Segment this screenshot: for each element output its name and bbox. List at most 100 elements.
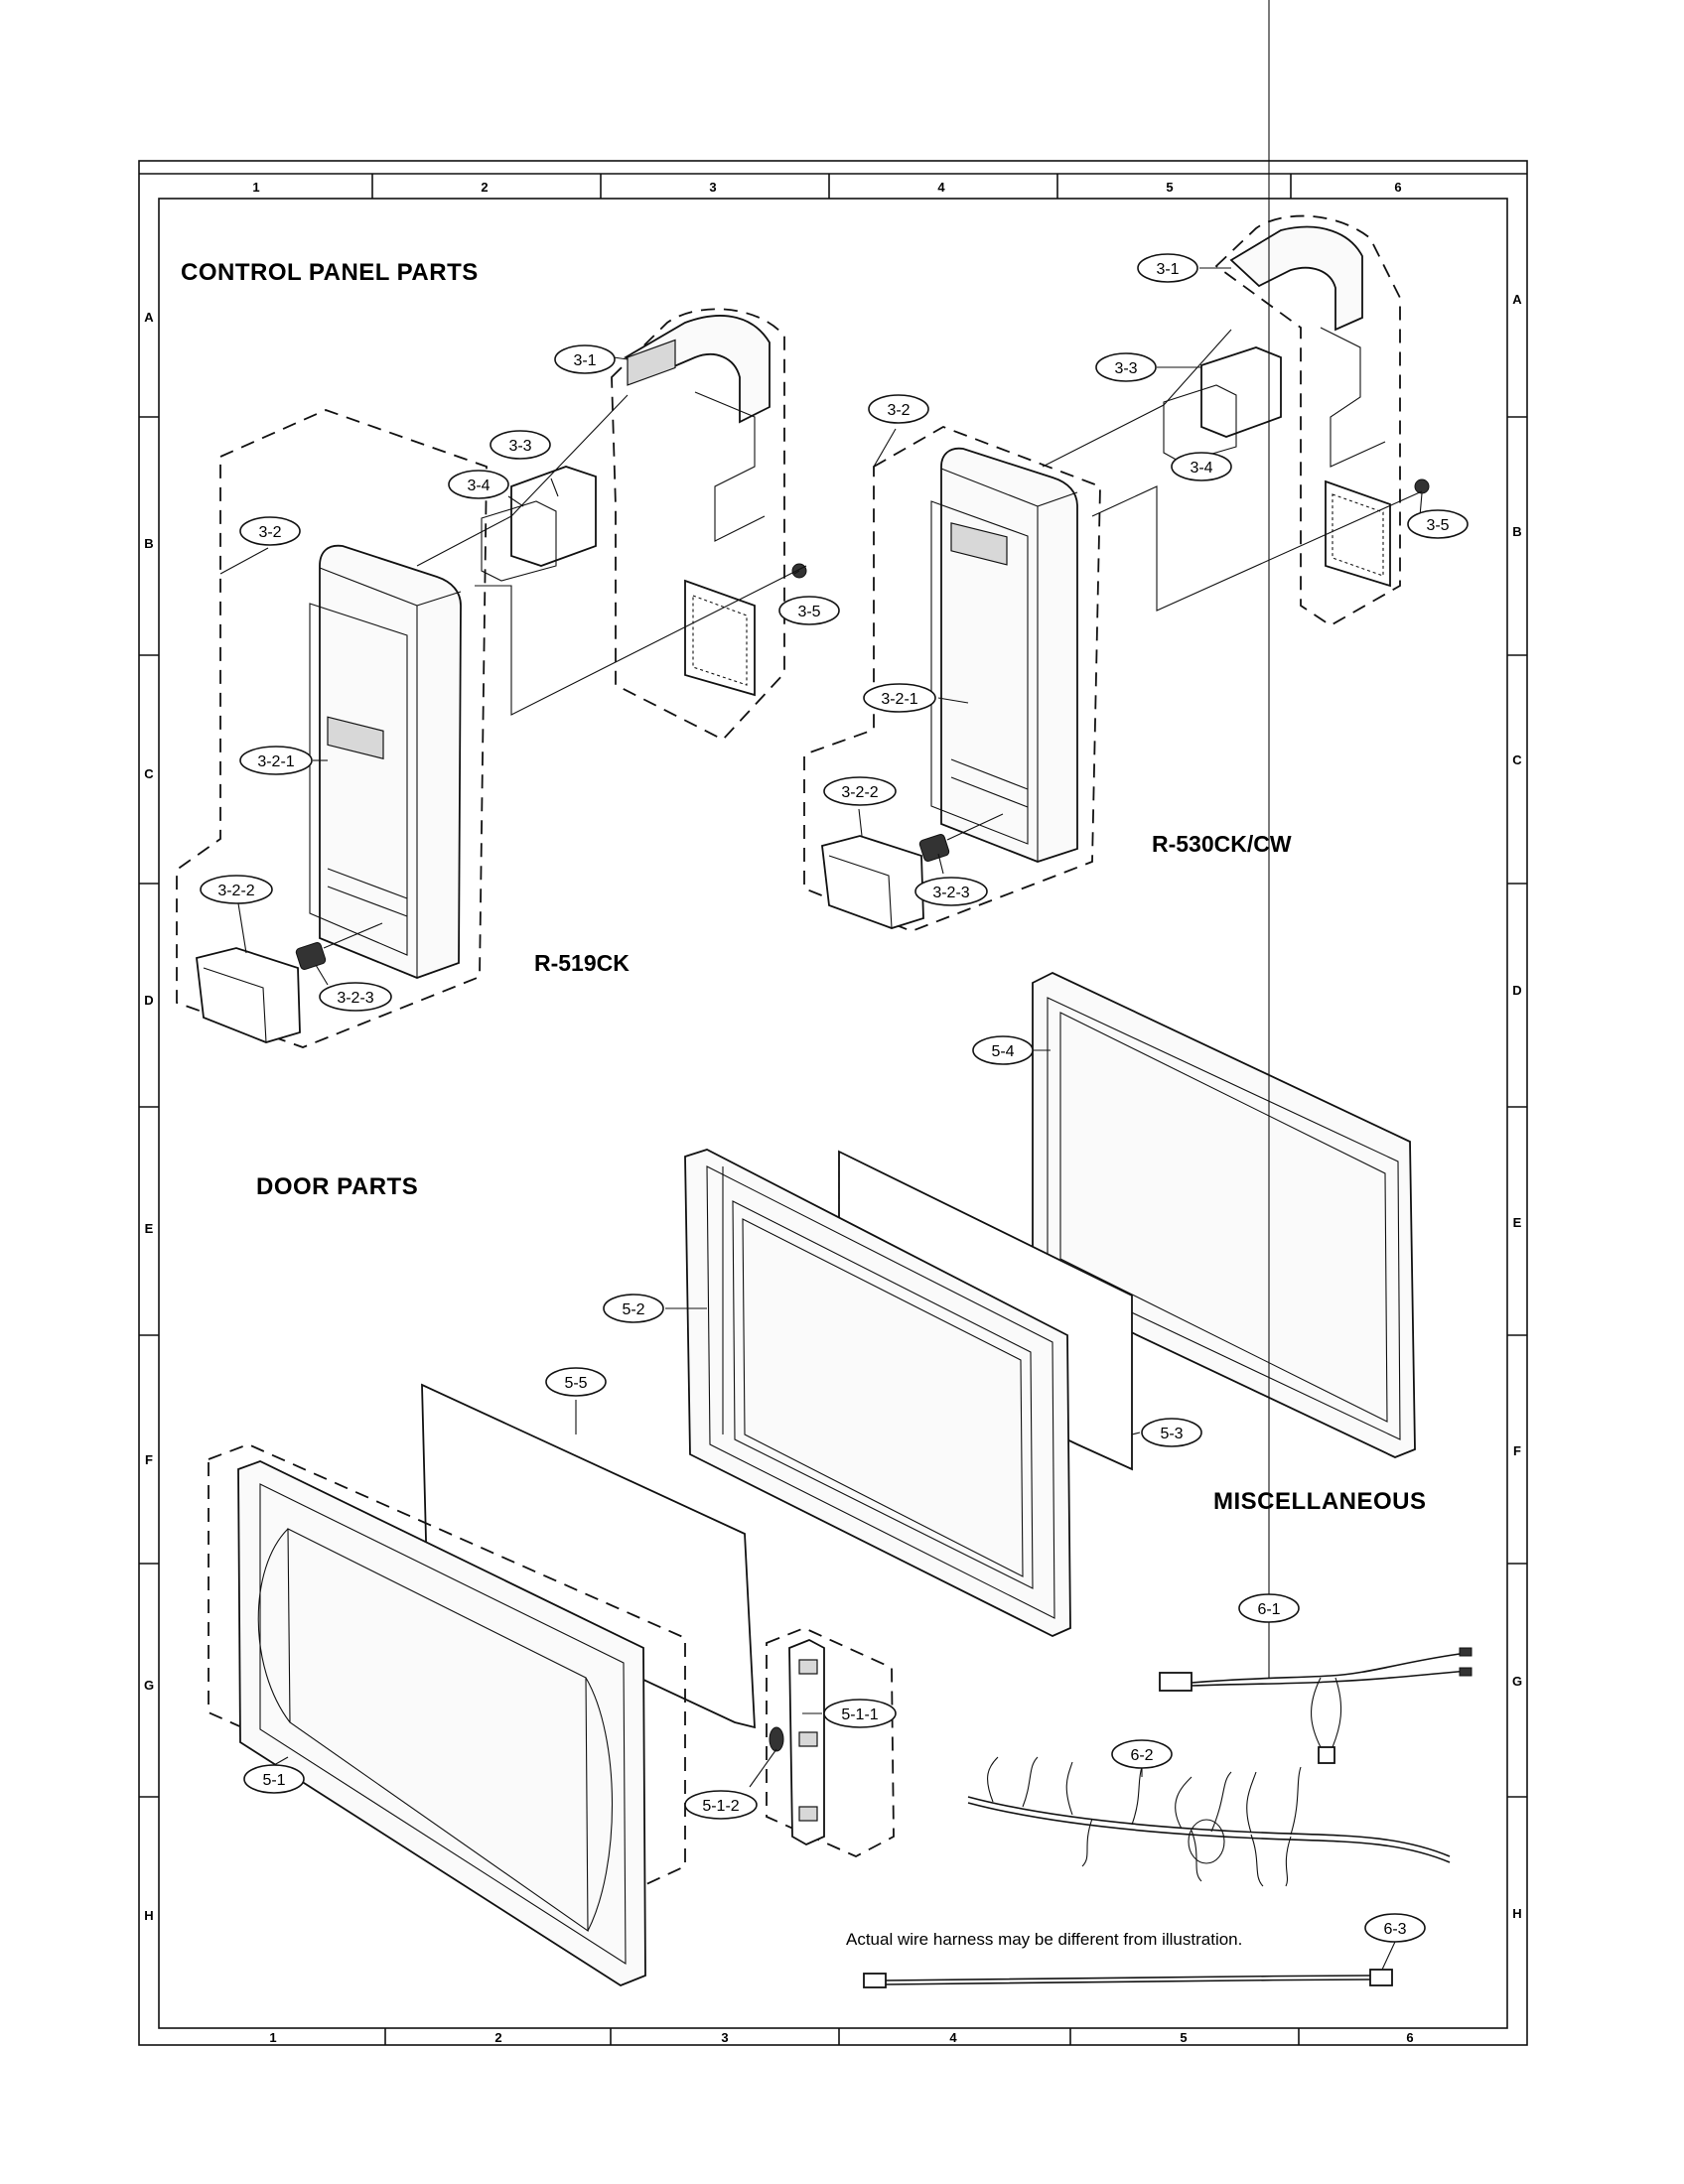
svg-text:3-1: 3-1	[1156, 261, 1179, 278]
col-top-6: 6	[1394, 180, 1401, 195]
row-right-H: H	[1512, 1906, 1521, 1921]
svg-text:3-4: 3-4	[1190, 460, 1212, 477]
inner-frame	[158, 198, 1508, 2029]
svg-text:3-2-1: 3-2-1	[881, 691, 917, 708]
svg-text:6-1: 6-1	[1257, 1601, 1280, 1618]
svg-text:3-2-3: 3-2-3	[932, 885, 969, 901]
outer-frame	[138, 160, 1528, 2046]
row-right-F: F	[1513, 1443, 1521, 1458]
left-panel-body	[319, 544, 462, 979]
row-left-H: H	[144, 1908, 153, 1923]
latch-spring	[769, 1726, 784, 1752]
callout-5-1: 5-1	[243, 1764, 305, 1794]
callout-left-3-1: 3-1	[554, 344, 616, 374]
left-button	[196, 947, 301, 1043]
col-bottom-1: 1	[269, 2030, 276, 2045]
side-rulers	[139, 416, 1527, 1798]
left-control-panel	[176, 308, 807, 1048]
svg-text:5-1: 5-1	[262, 1772, 285, 1789]
svg-text:3-4: 3-4	[467, 478, 490, 494]
callout-right-3-2: 3-2	[868, 394, 929, 424]
callout-left-3-2: 3-2	[239, 516, 301, 546]
callout-left-3-2-3: 3-2-3	[319, 982, 392, 1012]
left-pcb-dashed-group	[611, 308, 785, 742]
latch-dashed-group	[766, 1627, 895, 1857]
svg-text:6-3: 6-3	[1383, 1921, 1406, 1938]
col-top-2: 2	[481, 180, 488, 195]
row-left-E: E	[145, 1221, 154, 1236]
top-ruler	[139, 173, 1527, 199]
row-left-A: A	[144, 310, 154, 325]
callout-left-3-5: 3-5	[778, 596, 840, 625]
row-right-B: B	[1512, 524, 1521, 539]
col-top-1: 1	[252, 180, 259, 195]
svg-text:3-2: 3-2	[258, 524, 281, 541]
row-left-F: F	[145, 1452, 153, 1467]
harness-6-1	[1159, 1647, 1473, 1764]
left-spring	[295, 942, 327, 970]
callout-5-5: 5-5	[545, 1367, 607, 1397]
callout-leaders	[219, 0, 1423, 1971]
right-bracket	[1200, 346, 1282, 438]
wire-harnesses	[863, 1647, 1473, 1988]
callout-6-3: 6-3	[1364, 1913, 1426, 1943]
svg-text:3-2: 3-2	[887, 402, 910, 419]
svg-text:3-2-3: 3-2-3	[337, 990, 373, 1007]
svg-text:3-1: 3-1	[573, 352, 596, 369]
svg-text:5-4: 5-4	[991, 1043, 1014, 1060]
door-frame	[684, 1149, 1071, 1637]
callout-5-3: 5-3	[1141, 1418, 1202, 1447]
right-screw	[1414, 478, 1430, 494]
svg-text:3-5: 3-5	[797, 604, 820, 620]
model-label-right: R-530CK/CW	[1152, 831, 1292, 857]
col-bottom-6: 6	[1406, 2030, 1413, 2045]
callout-left-3-2-2: 3-2-2	[200, 875, 273, 904]
model-label-left: R-519CK	[534, 950, 630, 976]
bottom-ruler	[384, 2028, 1300, 2045]
callout-right-3-3: 3-3	[1095, 352, 1157, 382]
right-button	[821, 835, 924, 929]
callout-right-3-5: 3-5	[1407, 509, 1469, 539]
callout-right-3-1: 3-1	[1137, 253, 1198, 283]
col-top-5: 5	[1166, 180, 1173, 195]
callout-6-2: 6-2	[1111, 1739, 1173, 1769]
callout-left-3-3: 3-3	[490, 430, 551, 460]
col-bottom-5: 5	[1180, 2030, 1187, 2045]
svg-text:3-5: 3-5	[1426, 517, 1449, 534]
row-right-A: A	[1512, 292, 1522, 307]
svg-text:3-2-1: 3-2-1	[257, 753, 294, 770]
right-pcb-dashed-group	[1214, 214, 1401, 627]
callout-right-3-2-3: 3-2-3	[914, 877, 988, 906]
callout-5-1-1: 5-1-1	[823, 1699, 897, 1728]
row-right-E: E	[1513, 1215, 1522, 1230]
col-bottom-2: 2	[494, 2030, 501, 2045]
svg-text:6-2: 6-2	[1130, 1747, 1153, 1764]
door-parts	[208, 971, 1416, 1987]
callout-5-1-2: 5-1-2	[684, 1790, 758, 1820]
svg-text:5-1-2: 5-1-2	[702, 1798, 739, 1815]
svg-text:3-3: 3-3	[1114, 360, 1137, 377]
col-bottom-3: 3	[721, 2030, 728, 2045]
right-pcb-board	[1325, 479, 1391, 588]
row-left-D: D	[144, 993, 153, 1008]
callout-right-3-4: 3-4	[1171, 452, 1232, 481]
callout-right-3-2-1: 3-2-1	[863, 683, 936, 713]
svg-text:5-5: 5-5	[564, 1375, 587, 1392]
right-spring	[918, 834, 950, 862]
svg-text:3-2-2: 3-2-2	[217, 883, 254, 899]
section-title-misc: MISCELLANEOUS	[1213, 1488, 1427, 1515]
row-left-C: C	[144, 766, 154, 781]
harness-note: Actual wire harness may be different fro…	[846, 1930, 1242, 1949]
row-left-B: B	[144, 536, 153, 551]
section-title-control-panel: CONTROL PANEL PARTS	[181, 259, 479, 286]
row-right-C: C	[1512, 752, 1522, 767]
col-bottom-4: 4	[949, 2030, 957, 2045]
left-panel-dashed-group	[176, 409, 488, 1048]
harness-6-3	[863, 1969, 1393, 1988]
left-bracket	[510, 466, 597, 567]
svg-text:5-2: 5-2	[622, 1301, 644, 1318]
left-ribbon-cable	[624, 315, 771, 424]
callout-left-3-4: 3-4	[448, 470, 509, 499]
col-top-4: 4	[937, 180, 945, 195]
